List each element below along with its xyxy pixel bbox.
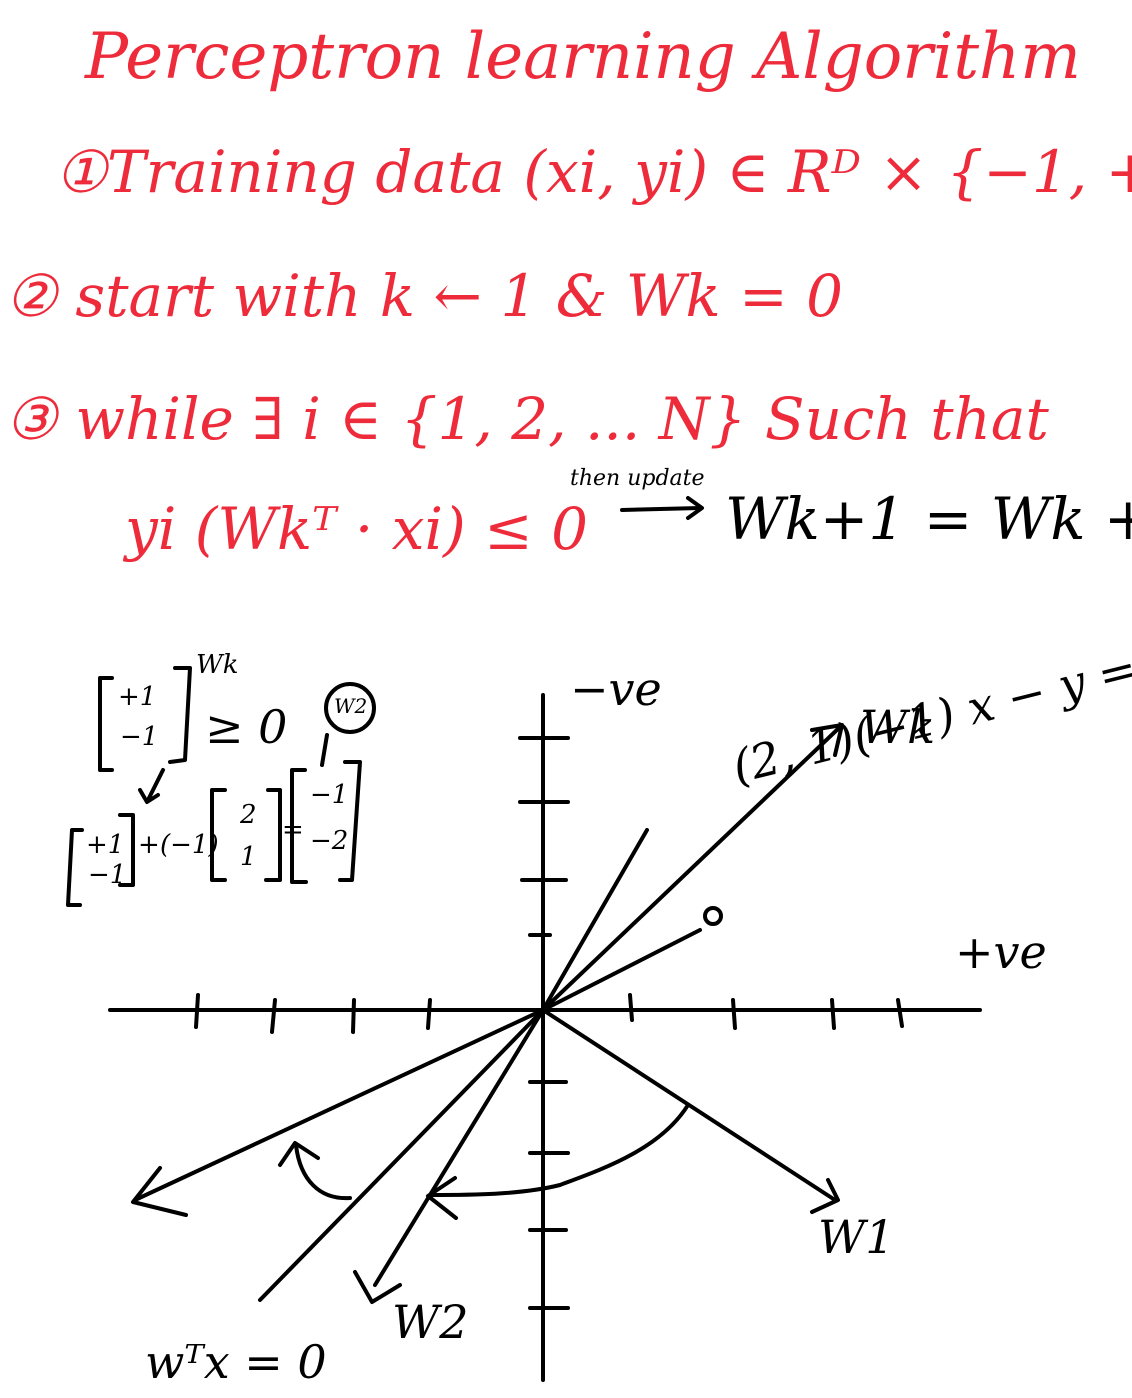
rotation-arc xyxy=(428,1103,690,1197)
step-2-initialize: ② start with k ← 1 & Wk = 0 xyxy=(5,262,843,330)
y-axis-ticks xyxy=(518,736,570,1310)
calc-result-entry-1: −1 xyxy=(310,780,349,810)
calc-a-entry-2: −1 xyxy=(88,860,127,890)
wk-vector-label: Wk xyxy=(860,700,936,754)
calc-brackets xyxy=(66,666,376,907)
decision-boundary-label: wᵀx = 0 xyxy=(145,1335,327,1389)
wk-arrowhead xyxy=(810,723,844,757)
calc-scalar: (−1) xyxy=(160,830,219,860)
step-1-training-data: ①Training data (xi, yi) ∈ Rᴰ × {−1, +1} xyxy=(55,138,1132,206)
calc-w2-circled: W2 xyxy=(334,694,368,718)
w2-vector xyxy=(373,828,649,1287)
calc-x-entry-2: 1 xyxy=(240,842,257,872)
calc-wk-label: Wk xyxy=(196,650,239,680)
positive-region-label: +ve xyxy=(955,925,1047,979)
calc-wk-entry-1: +1 xyxy=(118,682,157,712)
w2-vector-label: W2 xyxy=(392,1295,469,1349)
long-vector-arrowhead xyxy=(131,1166,188,1217)
calc-equals: = xyxy=(282,815,304,845)
line-to-point xyxy=(541,928,702,1012)
wk-vector xyxy=(541,725,842,1012)
rotation-arc-small xyxy=(294,1143,352,1201)
calc-result-entry-2: −2 xyxy=(310,826,349,856)
update-rule: Wk+1 = Wk + yi xi xyxy=(725,485,1132,553)
data-point xyxy=(703,906,723,926)
calc-wk-entry-2: −1 xyxy=(120,722,159,752)
rotation-arc-head xyxy=(426,1176,458,1220)
w2-arrowhead xyxy=(353,1270,402,1304)
update-arrow-head xyxy=(686,496,704,520)
calc-x-entry-1: 2 xyxy=(240,800,257,830)
decision-boundary xyxy=(258,1008,545,1302)
step-3-while-loop: ③ while ∃ i ∈ {1, 2, ... N} Such that xyxy=(5,385,1049,453)
rotation-arc-small-head xyxy=(278,1141,320,1167)
update-arrow xyxy=(620,506,702,512)
x-axis-ticks xyxy=(194,993,904,1034)
misclassification-condition: yi (Wkᵀ · xi) ≤ 0 xyxy=(125,495,589,563)
then-update-label: then update xyxy=(570,466,705,491)
w1-arrowhead xyxy=(810,1178,840,1214)
negative-region-label: −ve xyxy=(570,662,662,716)
w1-vector-label: W1 xyxy=(818,1210,895,1264)
calc-plus: + xyxy=(138,830,160,860)
long-vector xyxy=(133,1008,545,1202)
calc-a-entry-1: +1 xyxy=(86,830,125,860)
calc-compare: ≥ 0 xyxy=(205,700,288,754)
notes-title: Perceptron learning Algorithm xyxy=(85,20,1081,94)
